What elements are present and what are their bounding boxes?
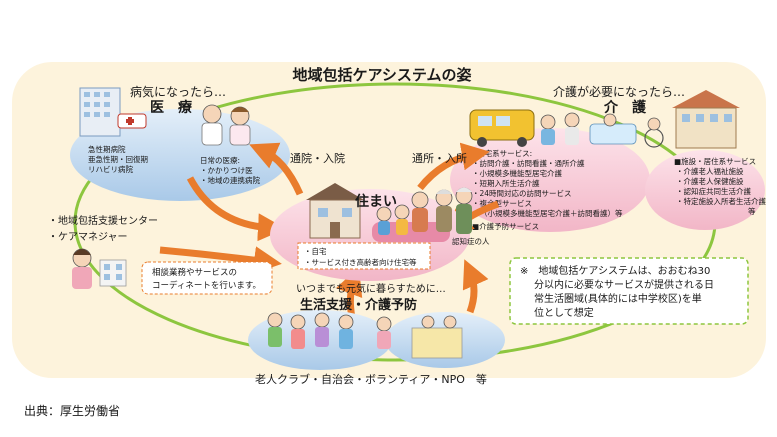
note-line: ※ 地域包括ケアシステムは、おおむね30: [520, 264, 710, 277]
facility-service-line: ・介護老人福祉施設: [676, 166, 744, 176]
housing-type-line: ・自宅: [304, 246, 327, 256]
home-service-line: ・訪問介護・訪問看護・通所介護: [472, 158, 585, 168]
house-illustration: [306, 183, 364, 239]
hospital-line: 亜急性期・回復期: [88, 154, 148, 164]
facility-service-line: ・認知症共同生活介護: [676, 186, 751, 196]
diagram-title: 地域包括ケアシステムの姿: [293, 66, 472, 84]
note-line: 位として想定: [534, 306, 594, 319]
clinic-line: ・かかりつけ医: [200, 166, 253, 175]
hospital-list: 急性期病院 亜急性期・回復期 リハビリ病院: [88, 144, 148, 174]
home-service-line: ・短期入所生活介護: [472, 178, 540, 188]
doctor-nurse-illustration: [201, 104, 251, 146]
clinic-line: 日常の医療:: [200, 155, 240, 165]
housing-type-box: [297, 242, 431, 270]
support-footer: 老人クラブ・自治会・ボランティア・NPO 等: [255, 372, 487, 386]
facility-service-list: ■施設・居住系サービス ・介護老人福祉施設 ・介護老人保健施設 ・認知症共同生活…: [674, 156, 766, 216]
home-service-line: ■介護予防サービス: [472, 221, 539, 231]
care-section: 介護が必要になったら… 介 護 ■在宅系サービス: ・訪問介護・訪問看護・通所介…: [450, 84, 766, 232]
hospital-line: 急性期病院: [88, 144, 126, 154]
source-credit: 出典：厚生労働省: [24, 404, 121, 418]
home-service-line: （小規模多機能型居宅介護＋訪問看護）等: [480, 208, 623, 218]
care-facility-illustration: [644, 90, 740, 149]
home-service-list: ■在宅系サービス: ・訪問介護・訪問看護・通所介護 ・小規模多機能型居宅介護 ・…: [470, 148, 623, 231]
care-van-illustration: [469, 109, 637, 147]
support-title: 生活支援・介護予防: [300, 297, 417, 313]
care-facility-bubble: [645, 150, 765, 230]
housing-type-line: ・サービス付き高齢者向け住宅等: [304, 257, 417, 267]
note-line: 常生活圏域(具体的には中学校区)を単: [534, 292, 702, 305]
note-box: ※ 地域包括ケアシステムは、おおむね30 分以内に必要なサービスが提供される日 …: [509, 257, 749, 325]
arrow-support-to-home-right: [462, 259, 489, 314]
center-callout: [141, 261, 273, 295]
housing-section: 住まい 認知症の人 ・自宅 ・サービス付き高齢者向け住宅等: [270, 183, 490, 281]
arrow-home-to-medical: [249, 142, 304, 196]
care-header: 介護が必要になったら…: [553, 84, 685, 99]
support-section: いつまでも元気に暮らすために… 生活支援・介護予防 老人クラブ・自治会・ボランテ…: [248, 282, 505, 386]
home-service-line: ・複合型サービス: [472, 198, 532, 208]
center-callout-line: 相談業務やサービスの: [152, 267, 237, 278]
medical-section: 病気になったら… 医 療 急性期病院 亜急性期・回復期 リハビリ病院 日常の医療…: [70, 84, 290, 201]
hospital-illustration: [79, 87, 147, 137]
note-line: 分以内に必要なサービスが提供される日: [534, 278, 714, 291]
medical-title: 医 療: [150, 99, 193, 116]
home-service-line: ・小規模多機能型居宅介護: [472, 168, 562, 178]
facility-service-line: ■施設・居住系サービス: [674, 156, 756, 166]
arrow-center-to-home: [159, 246, 282, 275]
care-manager-illustration: [72, 248, 127, 289]
medical-header: 病気になったら…: [130, 84, 226, 99]
support-header: いつまでも元気に暮らすために…: [296, 282, 446, 295]
care-title: 介 護: [603, 99, 647, 116]
hospital-line: リハビリ病院: [88, 164, 133, 174]
arrow-medical-to-home: [186, 176, 286, 242]
facility-service-line: ・特定施設入所者生活介護: [676, 196, 766, 206]
center-line: ・ケアマネジャー: [48, 231, 128, 243]
facility-service-line: 等: [748, 206, 756, 216]
seniors-illustration: [267, 312, 463, 359]
home-service-line: ・24時間対応の訪問サービス: [472, 188, 572, 198]
care-home-bubble: [450, 128, 650, 232]
housing-title: 住まい: [355, 193, 397, 210]
clinic-line: ・地域の連携病院: [200, 175, 260, 185]
center-callout-line: コーディネートを行います。: [152, 280, 261, 291]
family-illustration: [372, 187, 473, 242]
home-service-line: ■在宅系サービス:: [470, 148, 532, 158]
arrow-home-to-care: [417, 142, 490, 191]
facility-service-line: ・介護老人保健施設: [676, 176, 744, 186]
arrow-label-left: 通院・入院: [290, 151, 345, 165]
center-line: ・地域包括支援センター: [48, 214, 158, 227]
dementia-label: 認知症の人: [452, 236, 490, 246]
note-frame: [509, 257, 749, 325]
arrow-label-right: 通所・入所: [412, 152, 467, 165]
center-section: ・地域包括支援センター ・ケアマネジャー 相談業務やサービスの コーディネートを…: [48, 214, 273, 295]
clinic-list: 日常の医療: ・かかりつけ医 ・地域の連携病院: [200, 155, 260, 185]
